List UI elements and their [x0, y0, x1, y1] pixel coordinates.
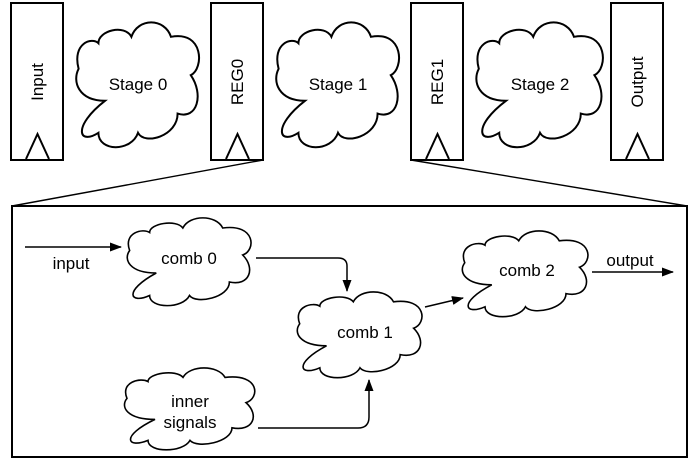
stage-0-cloud: Stage 0: [75, 21, 201, 149]
register-reg0: REG0: [210, 2, 264, 161]
comb-label: comb 1: [337, 323, 393, 342]
input-label: input: [53, 254, 90, 273]
register-reg1: REG1: [410, 2, 464, 161]
register-output: Output: [610, 2, 664, 161]
stage-1-cloud: Stage 1: [275, 21, 401, 149]
cloud-shape: [475, 21, 604, 149]
inner-signals-label-line2: signals: [164, 413, 217, 432]
comb-label: comb 0: [161, 249, 217, 268]
cloud-shape: [123, 367, 256, 451]
clock-edge-icon: [225, 131, 250, 160]
register-label: Input: [28, 63, 47, 101]
register-label: Output: [628, 56, 647, 107]
comb0-to-comb1-arrow: [256, 257, 352, 292]
inner-signals-label-line1: inner: [171, 392, 209, 411]
comb-2-cloud: comb 2: [461, 230, 589, 318]
output-label: output: [606, 251, 654, 270]
zoom-callout-line-right: [410, 159, 688, 207]
cloud-shape: [126, 217, 252, 307]
register-input: Input: [10, 2, 64, 161]
clock-edge-icon: [425, 131, 450, 160]
register-label: REG1: [428, 59, 447, 105]
stage-label: Stage 0: [109, 75, 168, 94]
comb-0-cloud: comb 0: [126, 217, 252, 307]
comb-label: comb 2: [499, 261, 555, 280]
inner-signals-cloud: inner signals: [123, 367, 256, 451]
stage-2-cloud: Stage 2: [475, 21, 604, 149]
clock-edge-icon: [25, 131, 50, 160]
comb1-to-comb2-arrow: [424, 296, 464, 308]
stage-label: Stage 1: [309, 75, 368, 94]
zoom-callout-line-left: [11, 159, 264, 207]
cloud-shape: [75, 21, 201, 149]
comb-1-cloud: comb 1: [296, 291, 423, 379]
stage-label: Stage 2: [511, 75, 570, 94]
cloud-shape: [275, 21, 401, 149]
cloud-shape: [296, 291, 423, 379]
inner-to-comb1-arrow: [258, 379, 374, 429]
cloud-shape: [461, 230, 589, 318]
clock-edge-icon: [625, 131, 650, 160]
register-label: REG0: [228, 59, 247, 105]
